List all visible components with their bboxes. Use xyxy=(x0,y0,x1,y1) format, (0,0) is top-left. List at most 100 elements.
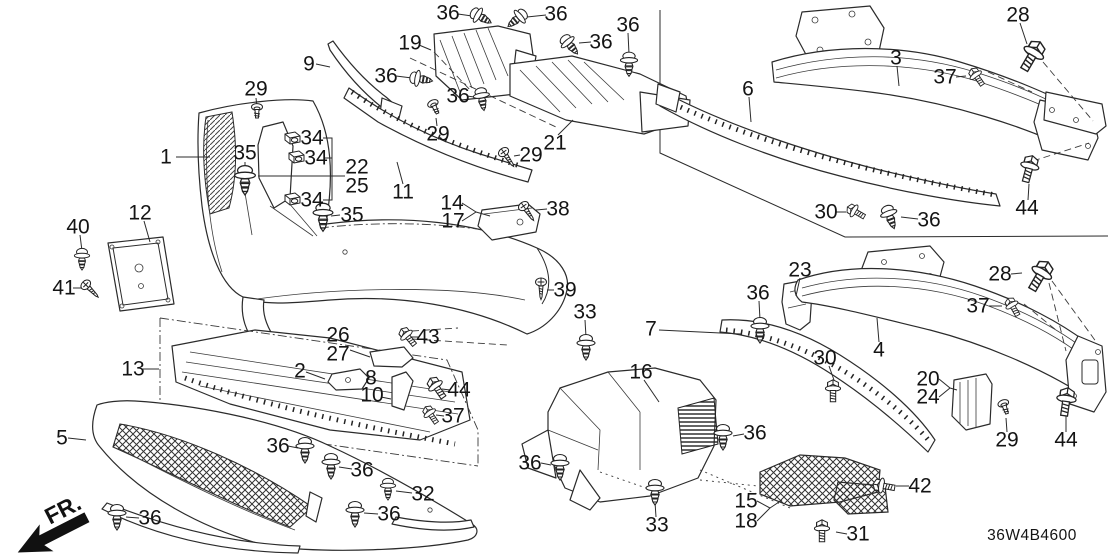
part-callout-36[interactable]: 36 xyxy=(446,84,470,108)
leader-line-7 xyxy=(658,329,742,335)
flange-bolt-icon xyxy=(813,519,831,543)
part-callout-36[interactable]: 36 xyxy=(544,2,568,26)
leader-line-36 xyxy=(363,512,379,515)
part-callout-35[interactable]: 35 xyxy=(233,141,257,165)
part-callout-2[interactable]: 2 xyxy=(294,359,306,383)
part-callout-26[interactable]: 26 xyxy=(326,323,350,347)
leader-line-3 xyxy=(896,65,900,87)
part-callout-36[interactable]: 36 xyxy=(436,1,460,25)
part-callout-21[interactable]: 21 xyxy=(543,131,567,155)
part-callout-10[interactable]: 10 xyxy=(360,383,384,407)
part-callout-36[interactable]: 36 xyxy=(743,421,767,445)
part-callout-7[interactable]: 7 xyxy=(645,317,657,341)
part-callout-22[interactable]: 22 xyxy=(345,155,369,179)
clip-nut-icon xyxy=(284,131,301,145)
leader-line-9 xyxy=(315,63,331,68)
part-callout-19[interactable]: 19 xyxy=(398,31,422,55)
part-callout-34[interactable]: 34 xyxy=(300,126,324,150)
part-callout-17[interactable]: 17 xyxy=(441,209,465,233)
part-callout-36[interactable]: 36 xyxy=(374,64,398,88)
leader-line-28 xyxy=(1019,22,1028,45)
part-callout-16[interactable]: 16 xyxy=(629,360,653,384)
flange-bolt-icon xyxy=(843,200,869,224)
part-callout-36[interactable]: 36 xyxy=(917,208,941,232)
part-callout-41[interactable]: 41 xyxy=(52,276,76,300)
leader-line-36 xyxy=(466,95,475,98)
part-callout-8[interactable]: 8 xyxy=(365,366,377,390)
part-callout-14[interactable]: 14 xyxy=(440,191,464,215)
part-callout-34[interactable]: 34 xyxy=(304,146,328,170)
part-callout-20[interactable]: 20 xyxy=(916,367,940,391)
part-callout-44[interactable]: 44 xyxy=(1054,428,1078,452)
leader-line-36 xyxy=(457,13,473,17)
part-callout-36[interactable]: 36 xyxy=(350,458,374,482)
part-callout-27[interactable]: 27 xyxy=(326,342,350,366)
pin-clip-icon xyxy=(996,397,1013,417)
leader-line-2 xyxy=(305,371,326,380)
part-callout-30[interactable]: 30 xyxy=(814,200,838,224)
part-callout-36[interactable]: 36 xyxy=(746,281,770,305)
part-callout-36[interactable]: 36 xyxy=(266,434,290,458)
part-callout-36[interactable]: 36 xyxy=(589,30,613,54)
part-callout-29[interactable]: 29 xyxy=(519,143,543,167)
part-callout-3[interactable]: 3 xyxy=(890,46,902,70)
part-callout-33[interactable]: 33 xyxy=(573,300,597,324)
part-callout-13[interactable]: 13 xyxy=(121,357,145,381)
part-callout-18[interactable]: 18 xyxy=(734,509,758,533)
leader-line-36 xyxy=(900,216,919,220)
leader-line-11 xyxy=(396,161,404,185)
part-callout-29[interactable]: 29 xyxy=(995,428,1019,452)
part-callout-34[interactable]: 34 xyxy=(300,188,324,212)
leader-line-28 xyxy=(1010,272,1023,275)
part-callout-11[interactable]: 11 xyxy=(392,180,414,204)
part-callout-9[interactable]: 9 xyxy=(303,52,315,76)
part-callout-31[interactable]: 31 xyxy=(846,522,870,546)
part-4-front-bumper-beam xyxy=(794,245,1107,413)
leader-line-30 xyxy=(828,365,835,381)
part-callout-24[interactable]: 24 xyxy=(916,385,940,409)
push-clip-icon xyxy=(576,333,596,361)
part-callout-44[interactable]: 44 xyxy=(1015,196,1039,220)
part-callout-29[interactable]: 29 xyxy=(426,122,450,146)
part-callout-37[interactable]: 37 xyxy=(441,404,465,428)
part-callout-33[interactable]: 33 xyxy=(645,513,669,537)
part-callout-32[interactable]: 32 xyxy=(411,482,435,506)
part-callout-37[interactable]: 37 xyxy=(933,65,957,89)
part-callout-40[interactable]: 40 xyxy=(66,215,90,239)
part-callout-23[interactable]: 23 xyxy=(788,258,812,282)
part-callout-38[interactable]: 38 xyxy=(546,197,570,221)
part-callout-29[interactable]: 29 xyxy=(244,77,268,101)
part-callout-28[interactable]: 28 xyxy=(988,262,1012,286)
part-callout-6[interactable]: 6 xyxy=(742,77,754,101)
part-callout-4[interactable]: 4 xyxy=(873,338,885,362)
part-callout-28[interactable]: 28 xyxy=(1006,3,1030,27)
leader-line-4 xyxy=(876,317,880,343)
leader-line-19 xyxy=(418,44,432,51)
part-6-bumper-beam-lower xyxy=(655,83,1001,207)
part-callout-44[interactable]: 44 xyxy=(447,378,471,402)
part-callout-15[interactable]: 15 xyxy=(734,489,758,513)
part-callout-35[interactable]: 35 xyxy=(340,203,364,227)
part-callout-36[interactable]: 36 xyxy=(138,506,162,530)
part-callout-5[interactable]: 5 xyxy=(56,426,68,450)
part-callout-25[interactable]: 25 xyxy=(345,174,369,198)
part-callout-42[interactable]: 42 xyxy=(908,474,932,498)
part-callout-37[interactable]: 37 xyxy=(966,294,990,318)
leader-line-35 xyxy=(330,214,341,217)
part-11-bumper-beam-stay xyxy=(343,87,533,183)
leader-line-36 xyxy=(540,462,552,466)
part-callout-36[interactable]: 36 xyxy=(616,13,640,37)
part-callout-36[interactable]: 36 xyxy=(377,502,401,526)
part-callout-12[interactable]: 12 xyxy=(128,201,152,225)
part-callout-43[interactable]: 43 xyxy=(416,325,440,349)
part-12-license-plate-base xyxy=(107,236,175,312)
push-clip-icon xyxy=(877,202,903,233)
part-callout-30[interactable]: 30 xyxy=(813,346,837,370)
diagram-code: 36W4B4600 xyxy=(987,527,1077,544)
part-callout-36[interactable]: 36 xyxy=(518,451,542,475)
leader-line-36 xyxy=(578,41,592,44)
leader-line-36 xyxy=(395,75,413,79)
part-callout-39[interactable]: 39 xyxy=(553,278,577,302)
part-callout-1[interactable]: 1 xyxy=(160,145,172,169)
